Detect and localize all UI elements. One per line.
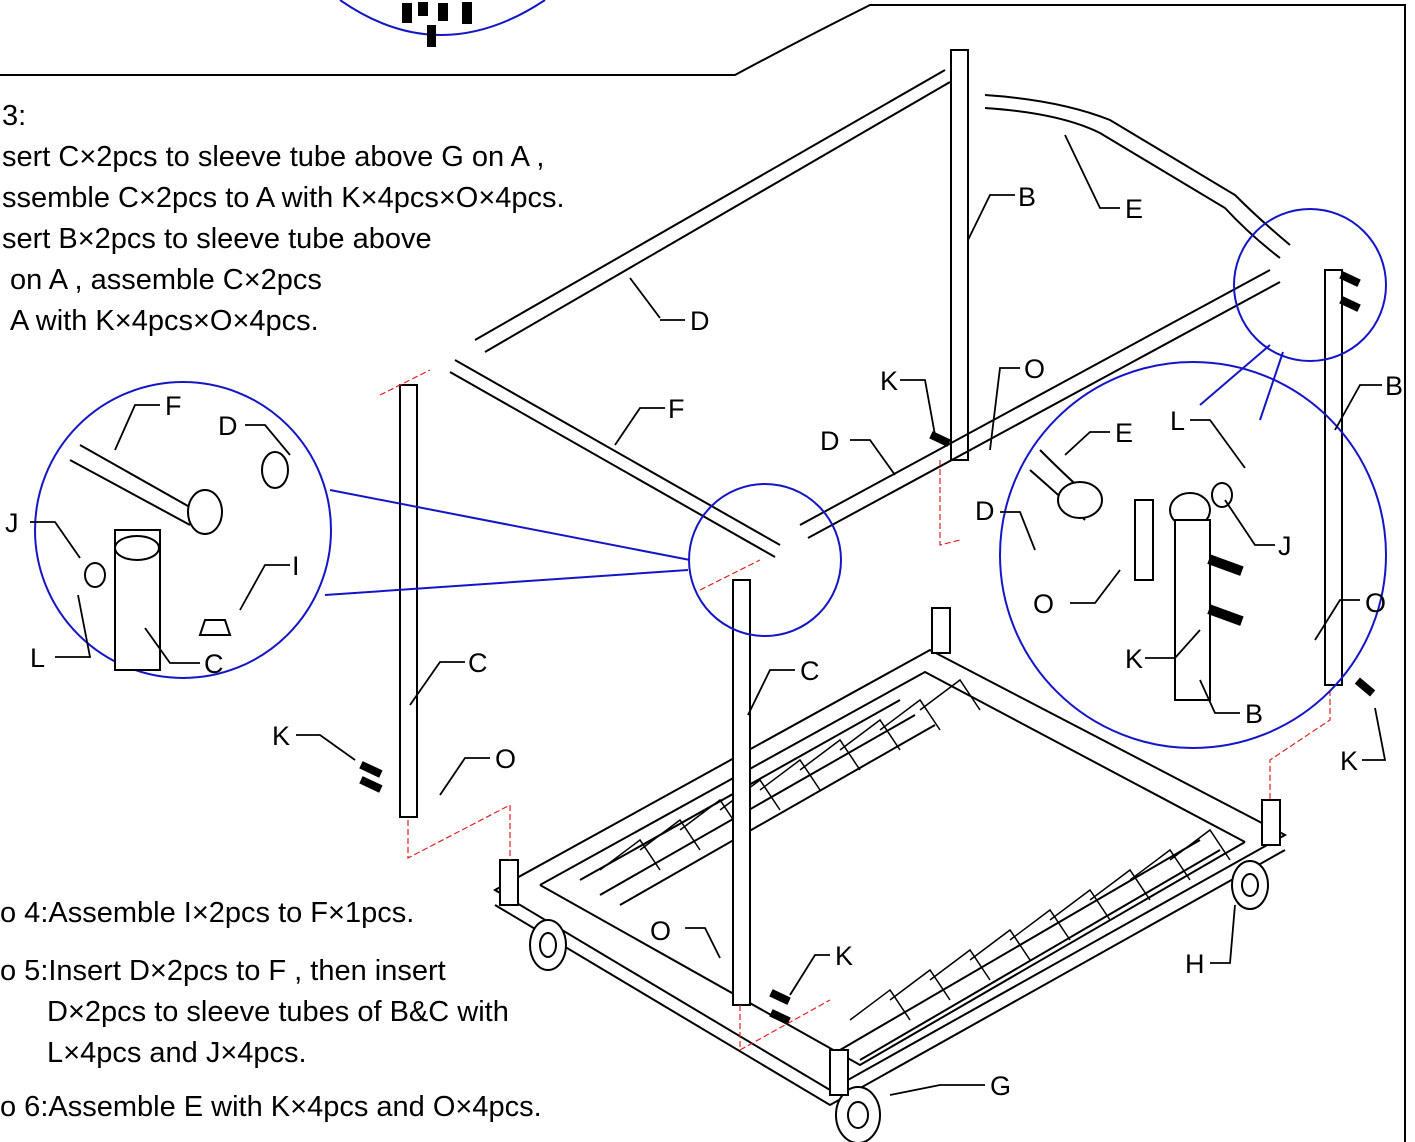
step3-line5: A with K×4pcs×O×4pcs.	[10, 305, 319, 337]
step3-title: 3:	[2, 100, 27, 132]
label-k-bottom: K	[835, 941, 853, 971]
corner-posts	[499, 607, 1281, 1096]
uprights	[399, 49, 1343, 1006]
bolts	[359, 271, 1376, 1025]
inset-left-label-d: D	[218, 411, 238, 441]
label-d-mid: D	[820, 426, 840, 456]
step3-line2: ssemble C×2pcs to A with K×4pcs×O×4pcs.	[2, 182, 565, 214]
label-c-mid: C	[800, 656, 820, 686]
bars	[449, 69, 1291, 558]
inset-right-label-l: L	[1170, 406, 1185, 436]
inset-right-label-k: K	[1125, 644, 1143, 674]
step3-line4: on A , assemble C×2pcs	[10, 264, 322, 296]
inset-left-label-f: F	[165, 391, 182, 421]
inset-left-label-c: C	[204, 649, 224, 679]
step5-line3: L×4pcs and J×4pcs.	[47, 1037, 307, 1069]
top-detail-circle	[339, 0, 546, 36]
right-inset-parts	[1029, 449, 1233, 701]
step4: o 4:Assemble I×2pcs to F×1pcs.	[0, 897, 415, 929]
label-b-right: B	[1385, 371, 1403, 401]
label-e-top: E	[1125, 194, 1143, 224]
label-b-top: B	[1018, 182, 1036, 212]
step5-line2: D×2pcs to sleeve tubes of B&C with	[47, 996, 509, 1028]
detail-circles	[34, 208, 1387, 749]
frame-border	[0, 4, 1406, 1142]
inset-right-label-d: D	[975, 496, 995, 526]
step3-line3: sert B×2pcs to sleeve tube above	[2, 223, 432, 255]
label-o-bottom: O	[650, 916, 671, 946]
inset-right-label-e: E	[1115, 418, 1133, 448]
step5-line1: o 5:Insert D×2pcs to F , then insert	[0, 955, 446, 987]
inset-left-label-l: L	[30, 643, 45, 673]
label-k-left: K	[272, 721, 290, 751]
base-frame	[492, 648, 1288, 1107]
inset-left-label-j: J	[5, 508, 19, 538]
top-screws	[402, 2, 472, 47]
label-h-right: H	[1185, 949, 1205, 979]
centerlines	[379, 369, 1331, 1052]
step3-line1: sert C×2pcs to sleeve tube above G on A …	[2, 141, 545, 173]
label-k-right: K	[1340, 746, 1358, 776]
inset-right-label-b: B	[1245, 699, 1263, 729]
label-d-top: D	[690, 306, 710, 336]
inset-right-label-j: J	[1278, 531, 1292, 561]
casters	[529, 860, 1269, 1142]
label-o-left: O	[495, 744, 516, 774]
label-g-bottom: G	[990, 1071, 1011, 1101]
label-o-right: O	[1365, 588, 1386, 618]
step6: o 6:Assemble E with K×4pcs and O×4pcs.	[0, 1091, 542, 1123]
leader-lines	[30, 134, 1387, 1096]
label-o-mid: O	[1024, 354, 1045, 384]
inset-right-label-o: O	[1033, 589, 1054, 619]
inset-left-label-i: I	[292, 551, 300, 581]
slats	[599, 678, 1231, 1021]
label-c-left: C	[468, 648, 488, 678]
left-inset-parts	[69, 444, 289, 671]
label-k-mid: K	[880, 366, 898, 396]
label-f-mid: F	[668, 394, 685, 424]
